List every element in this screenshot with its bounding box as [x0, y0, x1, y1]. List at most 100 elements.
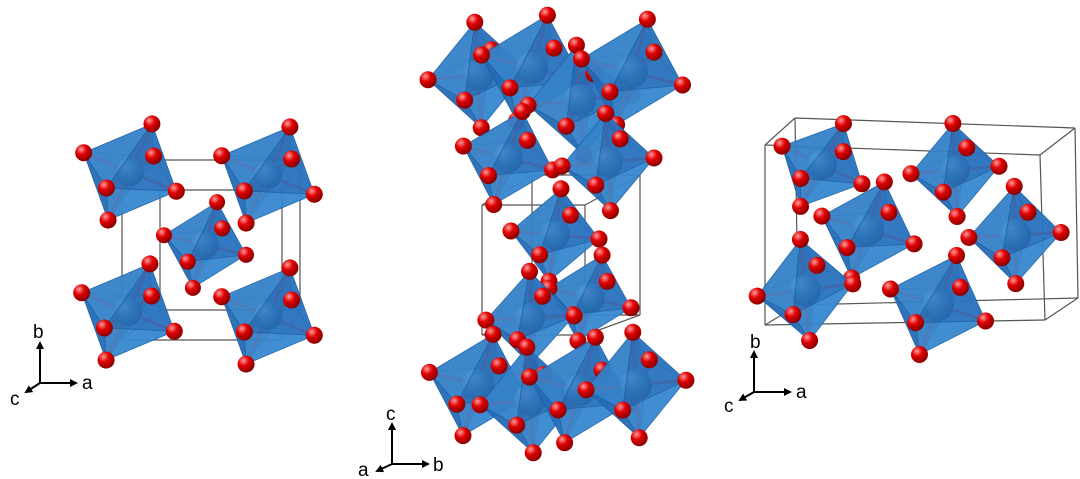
oxygen-atom	[141, 255, 159, 273]
oxygen-atom	[237, 214, 255, 232]
oxygen-atom	[420, 363, 438, 381]
oxygen-atom	[143, 115, 161, 133]
oxygen-atom	[490, 357, 508, 375]
oxygen-atom	[472, 119, 490, 137]
oxygen-atom	[586, 328, 604, 346]
oxygen-atom	[590, 230, 608, 248]
oxygen-atom	[598, 272, 616, 290]
oxygen-atom	[155, 227, 172, 244]
oxygen-atom	[880, 203, 898, 221]
oxygen-atom	[601, 83, 619, 101]
oxygen-atom	[640, 351, 658, 369]
oxygen-atom	[549, 401, 567, 419]
unit-cell-edge	[1074, 127, 1079, 299]
oxygen-atom	[520, 368, 538, 386]
oxygen-atom	[958, 139, 976, 157]
oxygen-atom	[502, 222, 520, 240]
axis-label-out: c	[724, 396, 734, 417]
oxygen-atom	[145, 147, 163, 165]
oxygen-atom	[875, 173, 893, 191]
axis-label-out: c	[10, 389, 20, 410]
oxygen-atom	[448, 395, 466, 413]
left-structure	[73, 115, 323, 373]
oxygen-atom	[533, 287, 551, 305]
axis-triad-middle: c b a	[358, 404, 444, 479]
oxygen-atom	[557, 117, 575, 135]
oxygen-atom	[545, 39, 563, 57]
oxygen-atom	[645, 43, 663, 61]
oxygen-atom	[238, 246, 255, 263]
oxygen-atom	[454, 137, 472, 155]
oxygen-atom	[184, 279, 201, 296]
oxygen-atom	[567, 36, 585, 54]
oxygen-atom	[990, 157, 1008, 175]
oxygen-atom	[561, 206, 579, 224]
oxygen-atom	[165, 322, 183, 340]
oxygen-atom	[674, 76, 692, 94]
octahedron	[213, 259, 323, 373]
oxygen-atom	[622, 299, 640, 317]
oxygen-atom	[179, 253, 196, 270]
octahedron-face	[243, 331, 315, 365]
oxygen-atom	[905, 235, 923, 253]
octahedron	[577, 323, 695, 447]
oxygen-atom	[552, 180, 570, 198]
oxygen-atom	[834, 115, 852, 133]
oxygen-atom	[593, 246, 611, 264]
octahedron-face	[846, 243, 915, 279]
oxygen-atom	[907, 314, 925, 332]
axis-label-right: a	[82, 373, 93, 394]
oxygen-atom	[677, 371, 695, 389]
oxygen-atom	[951, 278, 969, 296]
octahedron	[73, 255, 183, 369]
oxygen-atom	[305, 185, 323, 203]
octahedron	[748, 230, 862, 350]
oxygen-atom	[853, 175, 871, 193]
octahedron	[213, 118, 323, 232]
oxygen-atom	[283, 291, 301, 309]
oxygen-atom	[471, 396, 489, 414]
oxygen-atom	[75, 144, 93, 162]
octahedron	[454, 102, 562, 214]
axis-label-up: b	[750, 332, 761, 353]
oxygen-atom	[614, 401, 632, 419]
oxygen-atom	[97, 351, 115, 369]
oxygen-atom	[792, 169, 810, 187]
octahedron	[773, 115, 871, 215]
oxygen-atom	[948, 247, 966, 265]
oxygen-atom	[508, 416, 526, 434]
oxygen-atom	[281, 259, 299, 277]
oxygen-atom	[565, 307, 583, 325]
oxygen-atom	[213, 288, 231, 306]
octahedron	[502, 180, 608, 290]
octahedron-face	[800, 177, 863, 207]
octahedron-face	[187, 254, 247, 289]
octahedron	[960, 177, 1070, 293]
oxygen-atom	[143, 287, 161, 305]
oxygen-atom	[844, 275, 862, 293]
oxygen-atom	[587, 176, 605, 194]
oxygen-atom	[572, 50, 590, 68]
oxygen-atom	[518, 338, 536, 356]
octahedron	[155, 194, 255, 296]
unit-cell-edge	[1044, 297, 1079, 321]
oxygen-atom	[977, 312, 995, 330]
octahedron-face	[539, 238, 600, 282]
oxygen-atom	[748, 287, 766, 305]
axis-label-right: b	[433, 455, 444, 476]
oxygen-atom	[993, 249, 1011, 267]
oxygen-atom	[1019, 203, 1037, 221]
oxygen-atom	[1007, 275, 1025, 293]
oxygen-atom	[209, 194, 226, 211]
axis-triad-left: b a c	[10, 322, 93, 410]
oxygen-atom	[791, 230, 809, 248]
oxygen-atom	[484, 325, 502, 343]
oxygen-atom	[801, 332, 819, 350]
oxygen-atom	[948, 208, 966, 226]
oxygen-atom	[456, 91, 474, 109]
oxygen-atom	[645, 149, 663, 167]
oxygen-atom	[235, 323, 253, 341]
oxygen-atom	[485, 196, 503, 214]
octahedron	[75, 115, 185, 229]
